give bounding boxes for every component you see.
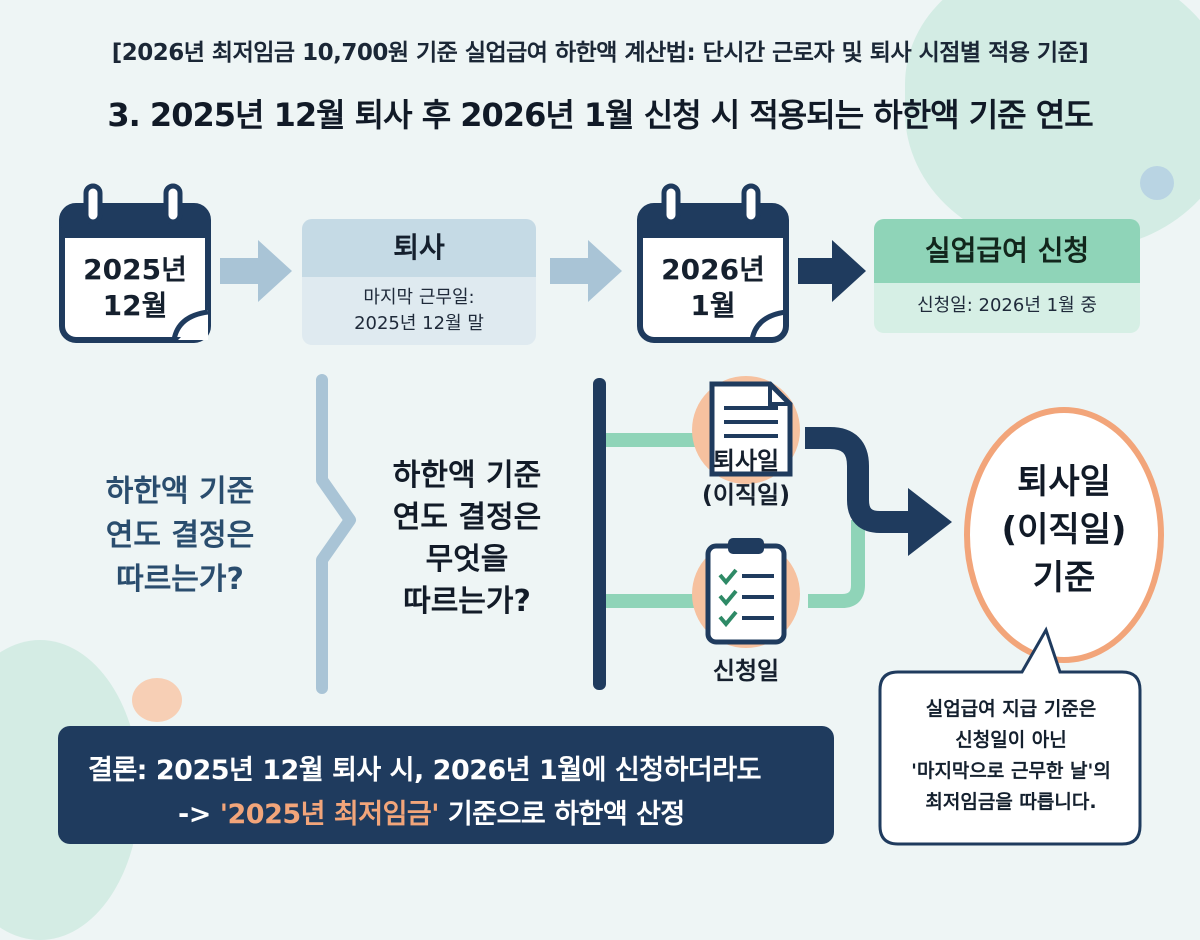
conclusion-line2: -> '2025년 최저임금' 기준으로 하한액 산정: [178, 799, 685, 830]
calendar-icon: [59, 183, 211, 343]
background-dot-blue: [1140, 166, 1174, 200]
calendar-month: 1월: [690, 289, 736, 322]
result-resign-date-basis: 퇴사일 (이직일) 기준: [1001, 462, 1127, 598]
apply-box: 실업급여 신청 신청일: 2026년 1월 중: [874, 219, 1140, 333]
note-text: 실업급여 지급 기준은 신청일이 아닌 '마지막으로 근무한 날'의 최저임금을…: [911, 698, 1111, 813]
calendar-icon: [637, 183, 789, 343]
apply-detail: 신청일: 2026년 1월 중: [917, 295, 1097, 316]
document-icon: [709, 381, 793, 477]
resign-title: 퇴사: [302, 219, 536, 277]
arrow-right-icon: [908, 488, 952, 556]
calendar-year: 2025년: [83, 253, 187, 286]
page-subtitle: 3. 2025년 12월 퇴사 후 2026년 1월 신청 시 적용되는 하한액…: [107, 96, 1093, 134]
resign-detail: 마지막 근무일: 2025년 12월 말: [354, 287, 484, 334]
background-dot-orange: [132, 678, 182, 722]
speech-bubble-icon: [878, 626, 1142, 846]
background-blob-top-right: [905, 0, 1200, 250]
page-title: [2026년 최저임금 10,700원 기준 실업급여 하한액 계산법: 단시간…: [111, 40, 1089, 66]
calendar-month: 12월: [102, 289, 168, 322]
diagram-graphics: [59, 183, 1164, 846]
option-resign-date: 퇴사일 (이직일): [701, 447, 791, 509]
option-apply-date: 신청일: [712, 657, 780, 685]
question-left: 하한액 기준 연도 결정은 따르는가?: [105, 474, 255, 597]
calendar-2026-jan: 2026년 1월: [638, 252, 788, 324]
clipboard-checklist-icon: [705, 538, 787, 645]
conclusion-line1: 결론: 2025년 12월 퇴사 시, 2026년 1월에 신청하더라도: [88, 755, 761, 786]
arrow-right-icon: [220, 240, 292, 302]
calendar-2025-dec: 2025년 12월: [60, 252, 210, 324]
apply-title: 실업급여 신청: [874, 219, 1140, 283]
conclusion-highlight: '2025년 최저임금': [219, 799, 440, 830]
calendar-year: 2026년: [661, 253, 765, 286]
conclusion-box: 결론: 2025년 12월 퇴사 시, 2026년 1월에 신청하더라도 -> …: [58, 726, 834, 844]
question-middle: 하한액 기준 연도 결정은 무엇을 따르는가?: [392, 458, 542, 619]
arrow-right-icon: [798, 240, 866, 302]
resign-box: 퇴사 마지막 근무일: 2025년 12월 말: [302, 219, 536, 345]
chevron-divider: [316, 374, 356, 694]
arrow-right-icon: [550, 240, 622, 302]
